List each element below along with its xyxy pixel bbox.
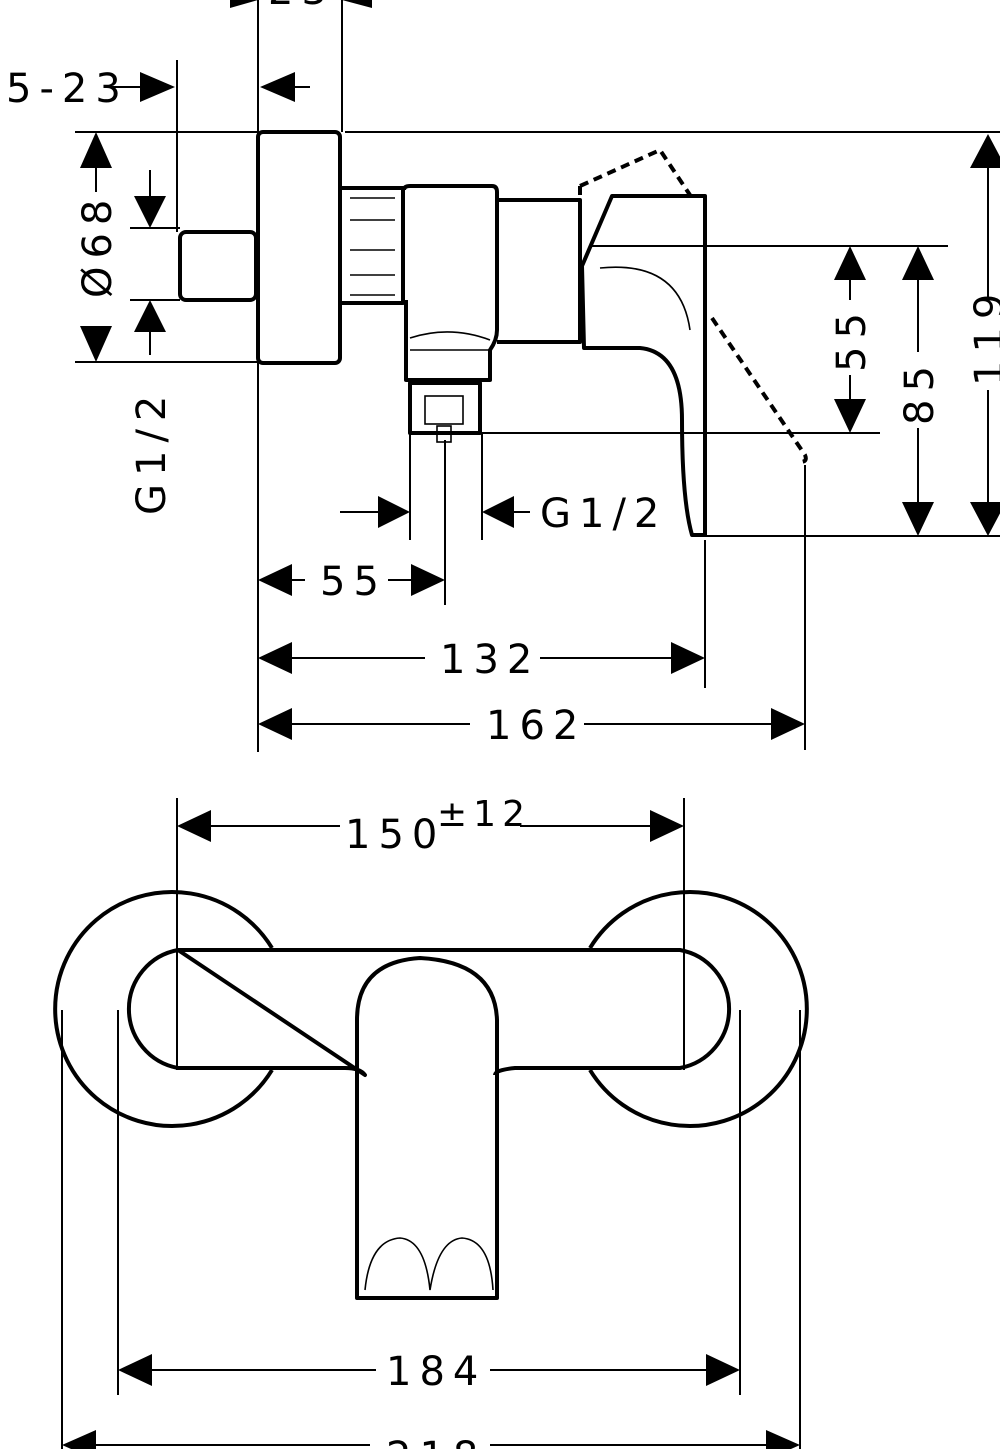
side-view: 23 5-23 Ø68 G1/2 G1/2 55 132 162 55 85 1… [6,0,1000,752]
left-flange [53,890,274,1128]
hex-nut [340,186,405,305]
lever-alt-position [579,147,808,464]
lever-top [355,956,499,1300]
dim-label-55-vertical: 55 [829,305,875,372]
mixer-body-top [126,948,732,1077]
mixer-body [402,184,499,382]
dim-label-132: 132 [440,637,540,683]
dim-label-184: 184 [386,1349,486,1395]
outlet-connector [408,381,482,435]
lever-handle [580,194,707,537]
dim-label-162: 162 [486,703,586,749]
dim-label-119: 119 [967,286,1000,386]
dim-label-diameter: Ø68 [75,192,121,298]
dim-label-150: 150 [345,812,445,858]
dim-label-85: 85 [897,358,943,425]
dim-label-thread-outlet: G1/2 [540,491,667,537]
connector-stub [178,230,258,302]
right-flange [588,890,809,1128]
dim-label-150-tolerance: ±12 [437,794,531,835]
dim-label-55-horizontal: 55 [320,559,387,605]
dim-label-top-partial: 23 [268,0,335,14]
dim-label-218: 218 [386,1434,486,1449]
dim-label-range: 5-23 [6,66,129,112]
wall-flange [256,130,342,365]
top-view: 150 ±12 184 218 [53,794,809,1449]
dim-label-thread-left: G1/2 [129,388,175,515]
